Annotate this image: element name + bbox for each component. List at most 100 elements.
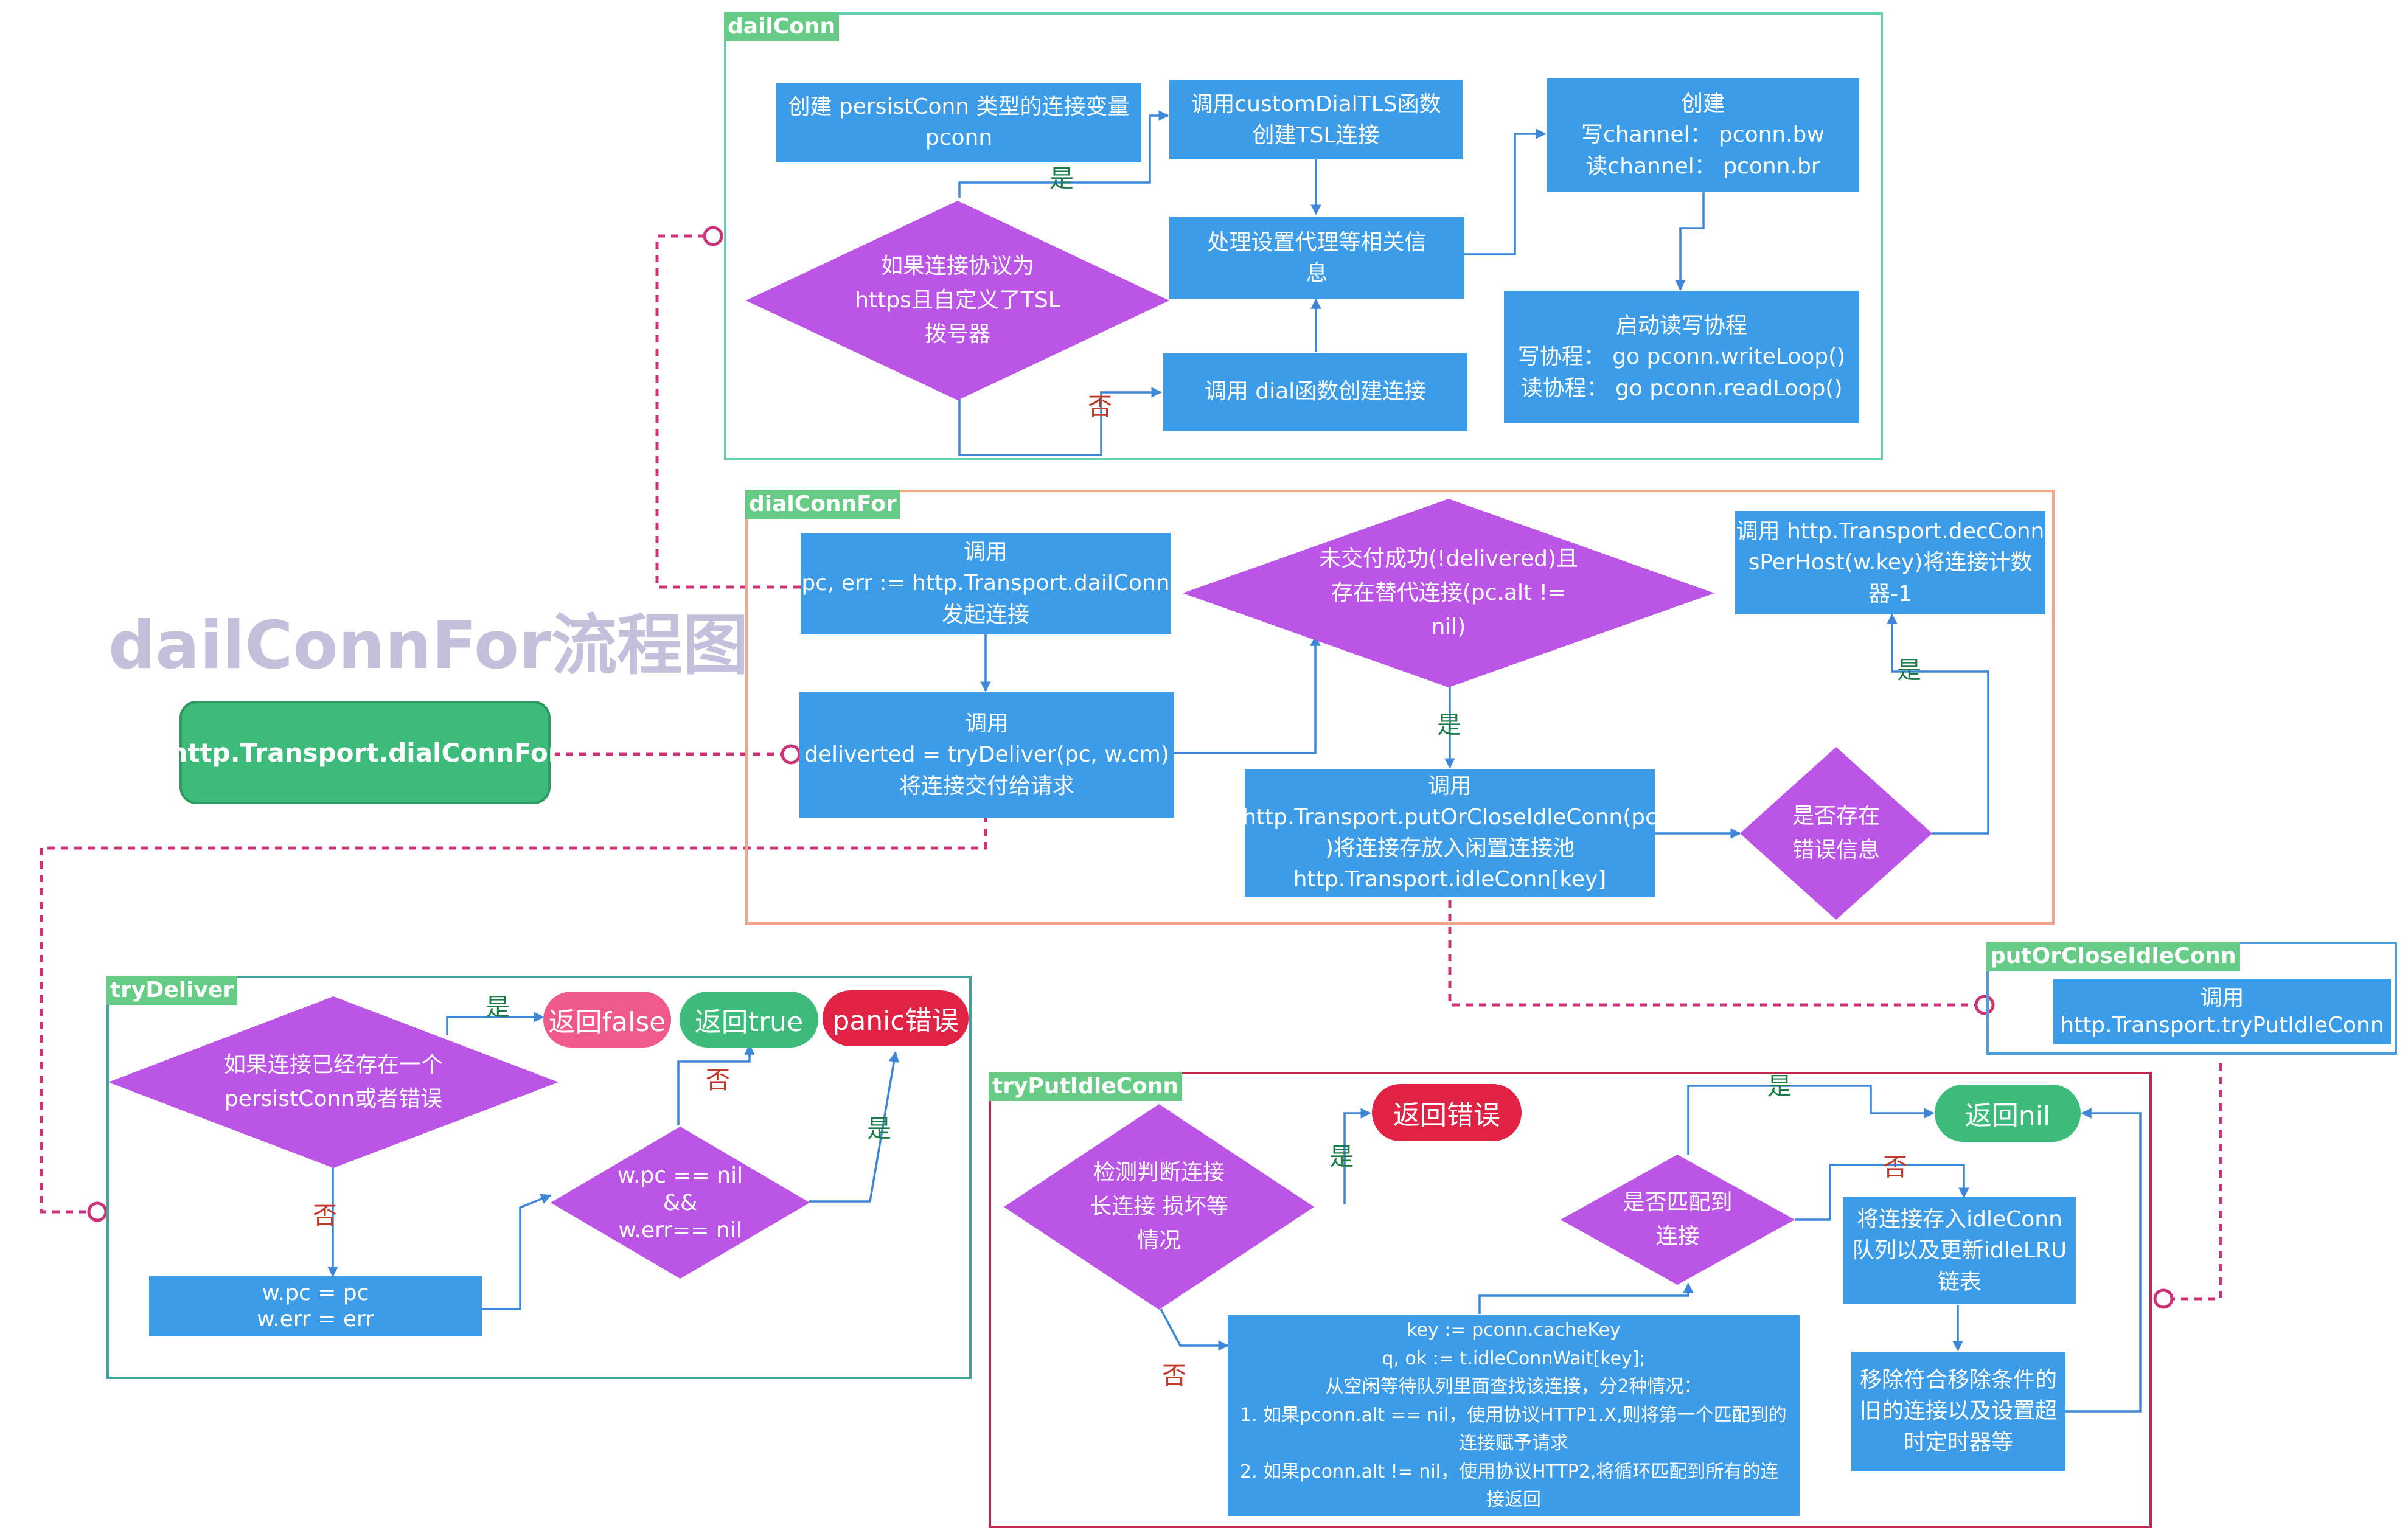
node-text: 发起连接: [941, 602, 1029, 627]
node-text: http.Transport.idleConn[key]: [1293, 867, 1607, 892]
arrow-yes-create: [958, 110, 1169, 198]
node-text: 调用customDialTLS函数: [1191, 91, 1441, 117]
node-text: 拨号器: [924, 321, 990, 347]
arrow-no-dial: [958, 387, 1162, 456]
node-text: w.err== nil: [618, 1217, 742, 1243]
check-match-diamond: 是否匹配到 连接: [1561, 1155, 1795, 1285]
connector-end-tryputidle: [2153, 1288, 2174, 1309]
check-broken-diamond: 检测判断连接 长连接 损坏等 情况: [1004, 1104, 1314, 1310]
check-nil-diamond: w.pc == nil && w.err== nil: [551, 1127, 810, 1279]
group-trydeliver: tryDeliver: [106, 976, 972, 1379]
custom-dial-tls-box: 调用customDialTLS函数 创建TSL连接: [1169, 80, 1463, 159]
node-text: 接返回: [1486, 1489, 1541, 1511]
node-text: 未交付成功(!delivered)且: [1319, 546, 1578, 572]
node-text: 1. 如果pconn.alt == nil，使用协议HTTP1.X,则将第一个匹…: [1240, 1404, 1787, 1426]
arrow-assign-nil: [482, 1194, 552, 1310]
return-nil-pill: 返回nil: [1935, 1085, 2081, 1142]
check-https-diamond: 如果连接协议为 https且自定义了TSL 拨号器: [746, 201, 1169, 400]
create-pconn-box: 创建 persistConn 类型的连接变量 pconn: [776, 83, 1141, 162]
arrow-yes-error: [1343, 1108, 1371, 1204]
connector-end-putorclose: [1974, 995, 1995, 1015]
node-text: deliverted = tryDeliver(pc, w.cm): [804, 742, 1169, 768]
node-text: q, ok := t.idleConnWait[key];: [1382, 1347, 1646, 1369]
dashed-link-dailconn: [655, 234, 801, 589]
node-text: 是否匹配到: [1623, 1190, 1733, 1215]
group-title: putOrCloseIdleConn: [1986, 942, 2240, 971]
node-text: https且自定义了TSL: [855, 288, 1060, 313]
node-text: 检测判断连接: [1093, 1160, 1225, 1186]
loops-box: 启动读写协程 写协程： go pconn.writeLoop() 读协程： go…: [1504, 291, 1859, 423]
node-text: 创建TSL连接: [1252, 123, 1380, 148]
edge-label-no: 否: [1883, 1153, 1907, 1181]
return-true-pill: 返回true: [680, 992, 818, 1048]
node-text: http.Transport.putOrCloseIdleConn(pc: [1242, 804, 1657, 830]
node-text: &&: [663, 1190, 698, 1215]
node-text: 调用: [963, 540, 1007, 565]
panic-error-pill: panic错误: [823, 990, 969, 1046]
node-text: key := pconn.cacheKey: [1407, 1319, 1621, 1341]
call-dailconn-box: 调用 pc, err := http.Transport.dailConn 发起…: [801, 533, 1171, 634]
group-tryputidleconn: tryPutIdleConn: [989, 1072, 2152, 1528]
arrow-queue-match: [1478, 1282, 1694, 1314]
dashed-link-trydeliver: [40, 815, 987, 1214]
arrow-yes-panic: [809, 1051, 899, 1203]
group-putorcloseidleconn: putOrCloseIdleConn: [1986, 942, 2397, 1055]
group-title: tryDeliver: [106, 976, 238, 1005]
node-text: 是否存在: [1792, 804, 1880, 829]
node-text: 连接赋予请求: [1459, 1433, 1568, 1454]
node-text: 情况: [1136, 1228, 1181, 1253]
check-alt-diamond: 未交付成功(!delivered)且 存在替代连接(pc.alt != nil): [1183, 499, 1714, 687]
dec-conns-box: 调用 http.Transport.decConn sPerHost(w.key…: [1735, 511, 2045, 614]
group-title: dailConn: [724, 12, 840, 41]
edge-label-yes: 是: [1897, 656, 1921, 684]
node-text: 调用: [2200, 985, 2244, 1010]
arrow-yes-false: [446, 1012, 545, 1035]
assign-box: w.pc = pc w.err = err: [149, 1276, 482, 1336]
store-idle-box: 将连接存入idleConn 队列以及更新idleLRU 链表: [1843, 1197, 2076, 1304]
node-text: 如果连接已经存在一个: [223, 1052, 443, 1078]
node-text: 连接: [1655, 1224, 1700, 1249]
proxy-box: 处理设置代理等相关信 息: [1169, 217, 1464, 299]
node-text: sPerHost(w.key)将连接计数: [1748, 550, 2033, 575]
node-text: 调用: [964, 711, 1009, 737]
group-title: tryPutIdleConn: [989, 1072, 1182, 1101]
edge-label-yes: 是: [867, 1115, 891, 1143]
arrow-deliver-alt: [1174, 635, 1321, 754]
edge-label-yes: 是: [485, 993, 510, 1021]
edge-label-yes: 是: [1329, 1143, 1354, 1171]
connector-end-dailconn: [703, 226, 723, 246]
group-dailconn: dailConn: [724, 12, 1883, 460]
edge-label-yes: 是: [1767, 1072, 1792, 1100]
node-text: pc, err := http.Transport.dailConn: [801, 571, 1170, 596]
node-text: )将连接存放入闲置连接池: [1324, 836, 1575, 861]
arrow-proxy-channel: [1464, 128, 1547, 255]
try-deliver-box: 调用 deliverted = tryDeliver(pc, w.cm) 将连接…: [799, 692, 1174, 818]
node-text: 2. 如果pconn.alt != nil，使用协议HTTP2,将循环匹配到所有…: [1240, 1461, 1779, 1482]
node-text: 息: [1306, 261, 1328, 286]
node-text: 存在替代连接(pc.alt !=: [1331, 580, 1567, 606]
arrow-channel-loops: [1675, 192, 1705, 291]
node-text: 移除符合移除条件的: [1859, 1367, 2057, 1393]
node-text: 读channel： pconn.br: [1585, 153, 1820, 179]
arrow-match-store: [1795, 1164, 1969, 1221]
edge-label-yes: 是: [1437, 711, 1461, 739]
node-text: w.pc == nil: [617, 1162, 743, 1188]
edge-label-no: 否: [1162, 1362, 1186, 1390]
node-text: 调用 dial函数创建连接: [1204, 379, 1427, 405]
node-text: 队列以及更新idleLRU: [1852, 1238, 2067, 1263]
node-text: nil): [1431, 614, 1466, 639]
arrow-match-nil: [1687, 1085, 1935, 1155]
node-text: 时定时器等: [1903, 1430, 2013, 1455]
node-text: 旧的连接以及设置超: [1859, 1399, 2057, 1424]
start-node: http.Transport.dialConnFor: [170, 701, 560, 804]
arrow-err-dec: [1887, 613, 1989, 835]
node-text: w.pc = pc: [262, 1280, 369, 1305]
return-false-pill: 返回false: [543, 992, 671, 1048]
channels-box: 创建 写channel： pconn.bw 读channel： pconn.br: [1547, 78, 1859, 192]
check-exist-diamond: 如果连接已经存在一个 persistConn或者错误: [108, 996, 559, 1168]
group-title: dialConnFor: [745, 490, 900, 519]
edge-label-no: 否: [313, 1202, 337, 1230]
put-idle-box: 调用 http.Transport.putOrCloseIdleConn(pc …: [1242, 769, 1657, 897]
node-text: 链表: [1937, 1269, 1982, 1294]
